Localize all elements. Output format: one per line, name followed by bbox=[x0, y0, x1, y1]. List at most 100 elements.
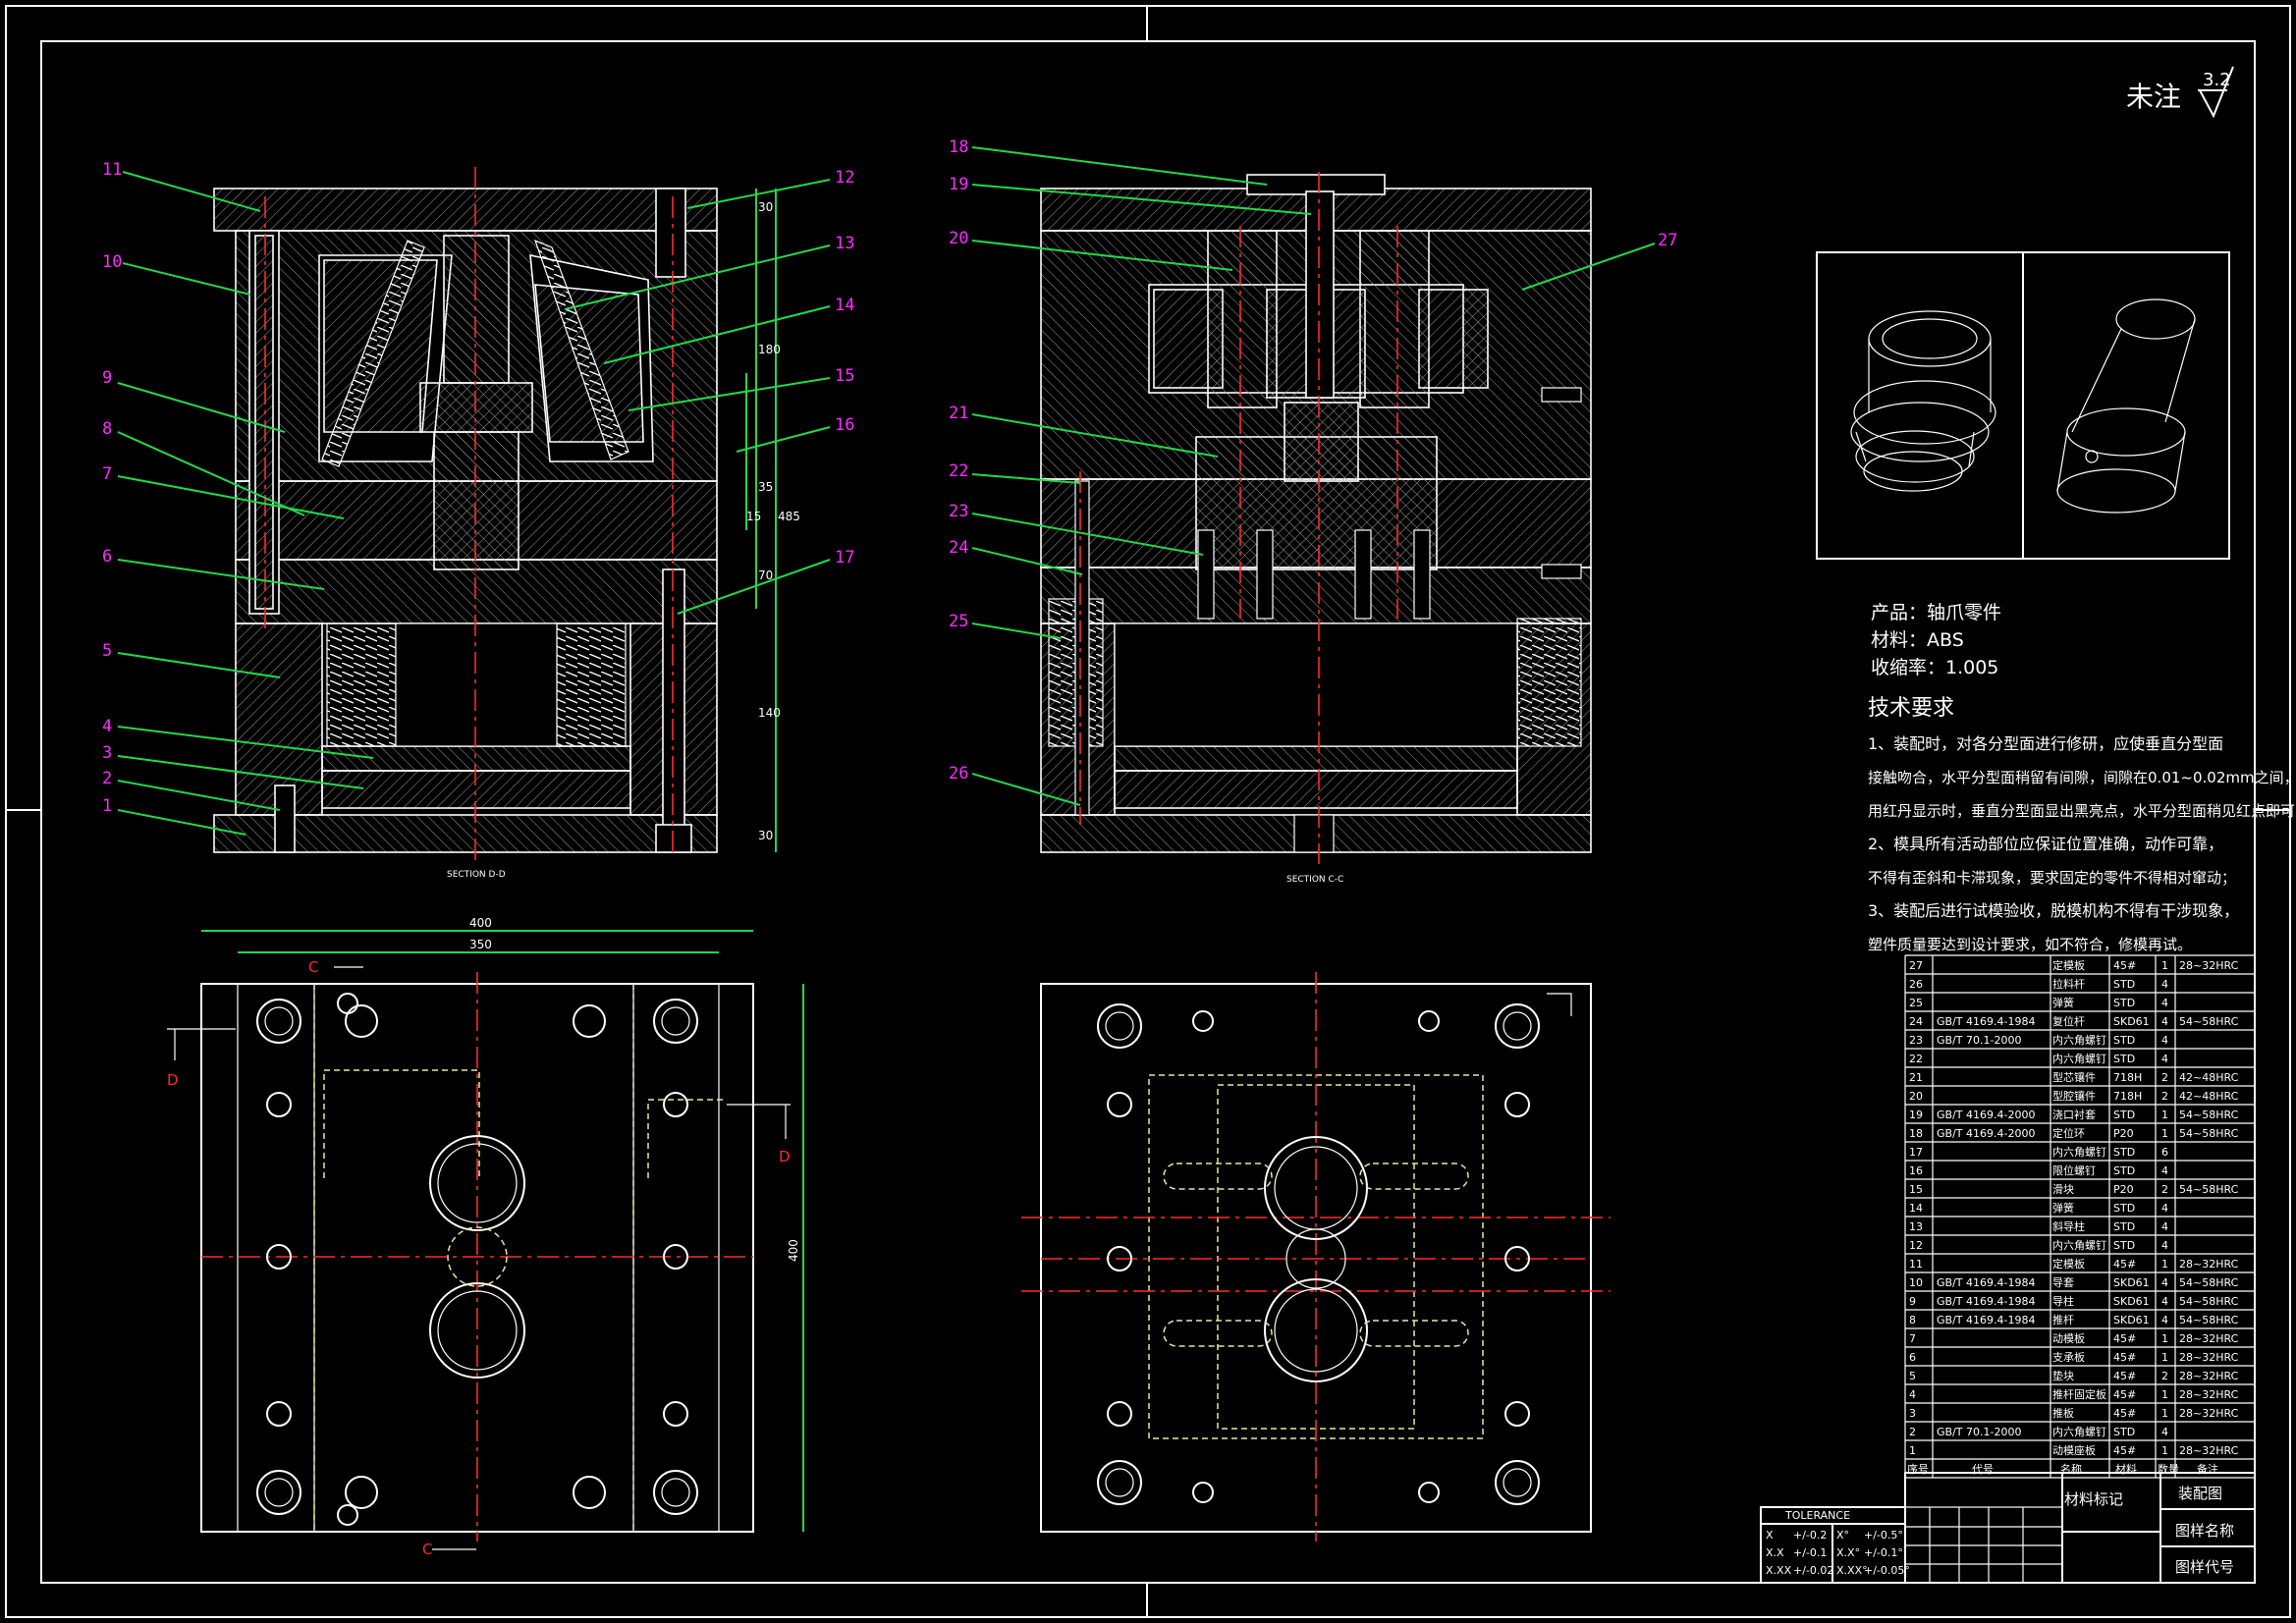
tol-cell: X.X° bbox=[1836, 1546, 1860, 1559]
bom-cell: 28~32HRC bbox=[2179, 1444, 2239, 1457]
bom-cell: STD bbox=[2113, 1109, 2135, 1121]
bom-cell: 18 bbox=[1909, 1127, 1923, 1140]
bom-cell: 4 bbox=[2161, 1314, 2168, 1326]
surface-roughness-note: 未注 3.2 bbox=[2126, 66, 2234, 119]
drawing-frame bbox=[5, 5, 2291, 1618]
bom-cell: 1 bbox=[2161, 1109, 2168, 1121]
bom-cell: 5 bbox=[1909, 1370, 1916, 1382]
technical-requirements: 技术要求 1、装配时，对各分型面进行修研，应使垂直分型面 接触吻合，水平分型面稍… bbox=[1868, 696, 2296, 953]
section-caption-cc: SECTION C-C bbox=[1286, 875, 1343, 885]
bom-cell: GB/T 4169.4-1984 bbox=[1937, 1015, 2035, 1028]
bom-cell: STD bbox=[2113, 997, 2135, 1009]
drawing-code-label: 图样代号 bbox=[2175, 1558, 2234, 1576]
bom-cell: 54~58HRC bbox=[2179, 1127, 2239, 1140]
bom-cell: 型腔镶件 bbox=[2052, 1089, 2096, 1103]
bom-cell: 45# bbox=[2113, 1407, 2136, 1420]
bom-cell: 内六角螺钉 bbox=[2052, 1033, 2106, 1047]
bom-cell: 54~58HRC bbox=[2179, 1314, 2239, 1326]
bom-cell: 26 bbox=[1909, 978, 1923, 991]
bom-cell: 1 bbox=[2161, 1127, 2168, 1140]
tech-req-line: 接触吻合，水平分型面稍留有间隙，间隙在0.01~0.02mm之间， bbox=[1868, 769, 2296, 786]
dim-label: 70 bbox=[758, 568, 773, 582]
bom-cell: 718H bbox=[2113, 1071, 2142, 1084]
dim-label: 30 bbox=[758, 829, 773, 842]
bom-cell: 28~32HRC bbox=[2179, 1407, 2239, 1420]
title-block: 材料标记 装配图 图样名称 图样代号 bbox=[1904, 1472, 2256, 1584]
bom-cell: GB/T 4169.4-2000 bbox=[1937, 1109, 2035, 1121]
bom-cell: 1 bbox=[2161, 1388, 2168, 1401]
bom-cell: 动模板 bbox=[2052, 1331, 2085, 1345]
bom-cell: SKD61 bbox=[2113, 1276, 2150, 1289]
balloon-label: 3 bbox=[102, 743, 112, 763]
bom-cell: SKD61 bbox=[2113, 1015, 2150, 1028]
bom-cell: STD bbox=[2113, 1146, 2135, 1159]
bom-cell: 4 bbox=[2161, 1034, 2168, 1047]
balloon-label: 17 bbox=[835, 548, 854, 568]
balloon-label: 12 bbox=[835, 168, 854, 188]
bom-cell: 45# bbox=[2113, 1351, 2136, 1364]
bom-cell: 4 bbox=[2161, 978, 2168, 991]
bom-cell: STD bbox=[2113, 1426, 2135, 1438]
bom-cell: 定位环 bbox=[2052, 1126, 2085, 1140]
bom-cell: 21 bbox=[1909, 1071, 1923, 1084]
bom-cell: STD bbox=[2113, 1053, 2135, 1065]
bom-cell: 弹簧 bbox=[2052, 996, 2074, 1009]
balloon-label: 4 bbox=[102, 717, 112, 736]
tech-req-line: 3、装配后进行试模验收，脱模机构不得有干涉现象， bbox=[1868, 901, 2239, 920]
bom-cell: 1 bbox=[1909, 1444, 1916, 1457]
balloon-label: 21 bbox=[949, 404, 968, 423]
bom-cell: 45# bbox=[2113, 1444, 2136, 1457]
bom-cell: 复位杆 bbox=[2052, 1014, 2085, 1028]
bom-cell: 定模板 bbox=[2052, 1257, 2085, 1271]
bom-cell: 支承板 bbox=[2052, 1350, 2085, 1364]
bom-cell: SKD61 bbox=[2113, 1314, 2150, 1326]
bom-cell: 28~32HRC bbox=[2179, 1351, 2239, 1364]
tech-req-line: 不得有歪斜和卡滞现象，要求固定的零件不得相对窜动； bbox=[1868, 869, 2236, 887]
bom-cell: 拉料杆 bbox=[2052, 977, 2085, 991]
bom-cell: 浇口衬套 bbox=[2052, 1109, 2096, 1121]
bom-cell: 54~58HRC bbox=[2179, 1183, 2239, 1196]
bom-cell: 4 bbox=[2161, 1164, 2168, 1177]
bom-cell: 垫块 bbox=[2052, 1369, 2074, 1382]
bom-cell: 20 bbox=[1909, 1090, 1923, 1103]
material-mark: 材料标记 bbox=[2064, 1490, 2123, 1508]
bom-cell: 1 bbox=[2161, 1351, 2168, 1364]
tech-req-title: 技术要求 bbox=[1868, 696, 1954, 721]
balloon-label: 1 bbox=[102, 796, 112, 816]
balloon-label: 23 bbox=[949, 502, 968, 521]
tech-req-line: 2、模具所有活动部位应保证位置准确，动作可靠， bbox=[1868, 835, 2223, 853]
dim-width-350: 350 bbox=[469, 938, 492, 951]
bom-cell: 24 bbox=[1909, 1015, 1923, 1028]
balloon-label: 24 bbox=[949, 538, 968, 558]
bom-cell: GB/T 4169.4-2000 bbox=[1937, 1127, 2035, 1140]
bom-cell: 2 bbox=[2161, 1183, 2168, 1196]
bom-cell: 代号 bbox=[1972, 1463, 1994, 1476]
balloon-label: 9 bbox=[102, 368, 112, 388]
bom-cell: 42~48HRC bbox=[2179, 1071, 2239, 1084]
bom-cell: STD bbox=[2113, 1034, 2135, 1047]
bom-cell: 28~32HRC bbox=[2179, 1370, 2239, 1382]
dim-height-400: 400 bbox=[787, 1239, 800, 1262]
product-info: 产品：轴爪零件 材料：ABS 收缩率：1.005 bbox=[1871, 602, 2001, 678]
bom-cell: 限位螺钉 bbox=[2052, 1163, 2096, 1177]
bom-cell: 6 bbox=[1909, 1351, 1916, 1364]
tol-cell: X.XX bbox=[1766, 1564, 1792, 1577]
balloon-labels-mid: 18 19 20 21 22 23 24 25 26 27 bbox=[949, 137, 1677, 784]
bom-cell: 4 bbox=[2161, 1295, 2168, 1308]
bom-cell: 45# bbox=[2113, 1388, 2136, 1401]
bom-cell: 4 bbox=[1909, 1388, 1916, 1401]
dim-width-400: 400 bbox=[469, 916, 492, 930]
bom-cell: GB/T 4169.4-1984 bbox=[1937, 1276, 2035, 1289]
bom-cell: 25 bbox=[1909, 997, 1923, 1009]
bom-cell: 12 bbox=[1909, 1239, 1923, 1252]
bom-cell: 9 bbox=[1909, 1295, 1916, 1308]
bom-cell: 8 bbox=[1909, 1314, 1916, 1326]
balloon-label: 20 bbox=[949, 229, 968, 248]
bom-cell: 45# bbox=[2113, 959, 2136, 972]
bom-cell: 4 bbox=[2161, 1202, 2168, 1215]
bom-cell: 2 bbox=[2161, 1370, 2168, 1382]
bom-cell: 内六角螺钉 bbox=[2052, 1145, 2106, 1159]
bom-cell: 45# bbox=[2113, 1258, 2136, 1271]
dim-label: 140 bbox=[758, 706, 781, 720]
